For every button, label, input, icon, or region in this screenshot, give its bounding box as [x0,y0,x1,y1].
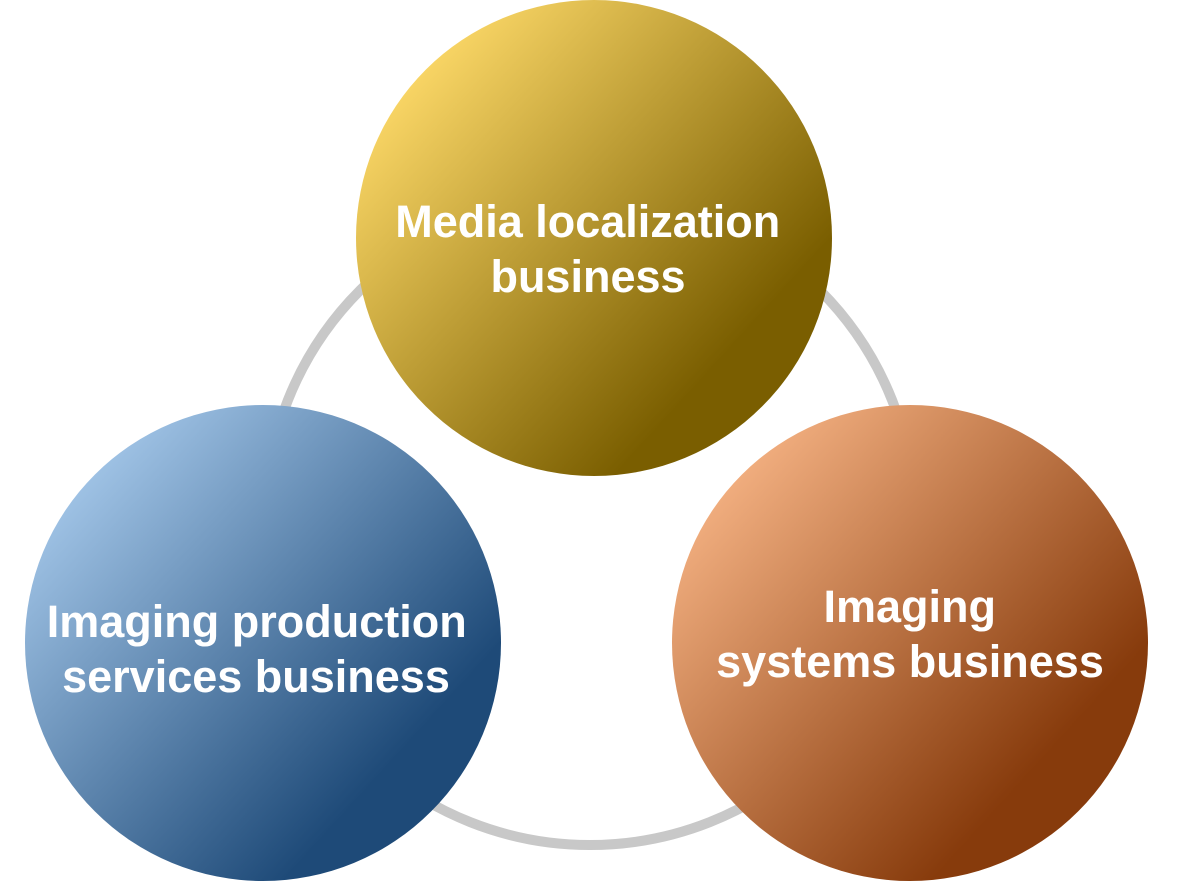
node-imaging-systems: Imaging systems business [672,405,1148,881]
node-imaging-production-circle [25,405,501,881]
node-imaging-systems-label: Imaging systems business [716,581,1104,687]
node-media-localization-line-1: Media localization [395,196,780,247]
node-media-localization-label: Media localization business [395,196,793,302]
node-imaging-production-label: Imaging production services business [47,596,479,702]
node-imaging-production-line-1: Imaging production [47,596,467,647]
node-media-localization-circle [356,0,832,476]
node-media-localization: Media localization business [356,0,832,476]
node-imaging-systems-line-1: Imaging [823,581,996,632]
node-imaging-systems-circle [672,405,1148,881]
node-imaging-production-line-2: services business [62,651,450,702]
node-media-localization-line-2: business [490,251,685,302]
node-imaging-systems-line-2: systems business [716,636,1104,687]
node-imaging-production: Imaging production services business [25,405,501,881]
